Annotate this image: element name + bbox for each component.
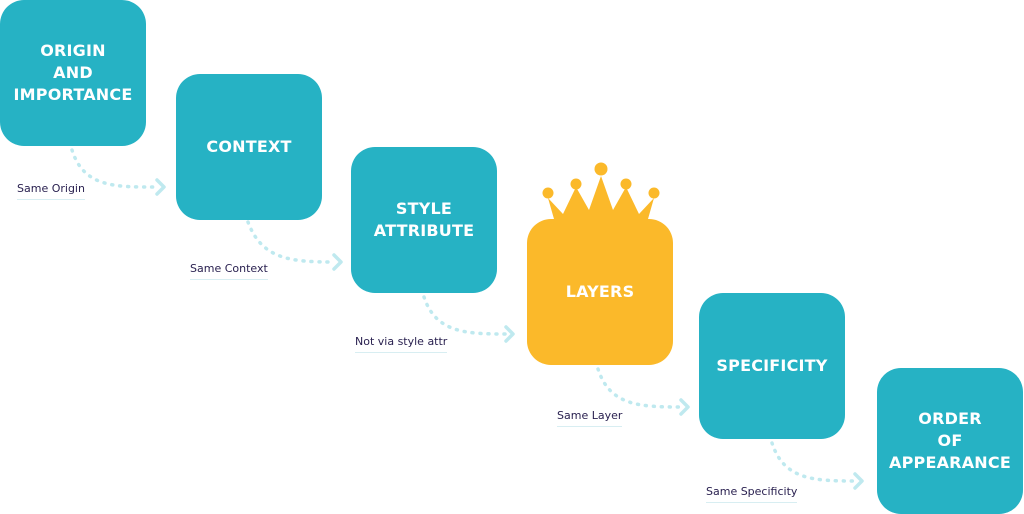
step-label: ORIGIN AND IMPORTANCE (13, 41, 133, 104)
arrowhead-3 (504, 325, 515, 343)
transition-label: Not via style attr (355, 335, 448, 353)
step-label: SPECIFICITY (716, 356, 828, 375)
arrowhead-2 (332, 253, 343, 271)
crown-icon (542, 162, 660, 226)
step-label: CONTEXT (206, 137, 292, 156)
step-context: CONTEXT (176, 74, 322, 220)
arrowhead-1 (155, 178, 166, 196)
transition-label: Same Layer (557, 409, 623, 427)
step-origin-and-importance: ORIGIN AND IMPORTANCE (0, 0, 146, 146)
step-order-of-appearance: ORDER OF APPEARANCE (877, 368, 1023, 514)
connector-5 (770, 441, 858, 483)
transition-label: Same Origin (17, 182, 85, 200)
step-specificity: SPECIFICITY (699, 293, 845, 439)
step-style-attribute: STYLE ATTRIBUTE (351, 147, 497, 293)
step-label: LAYERS (565, 282, 635, 301)
step-label: STYLE ATTRIBUTE (373, 199, 475, 240)
arrowhead-4 (679, 398, 690, 416)
step-layers: LAYERS (527, 219, 673, 365)
connector-1 (70, 148, 160, 189)
connector-2 (246, 220, 337, 264)
connector-3 (422, 295, 509, 336)
transition-label: Same Specificity (706, 485, 798, 503)
step-label: ORDER OF APPEARANCE (889, 409, 1011, 472)
arrowhead-5 (853, 472, 864, 490)
connector-4 (596, 367, 684, 409)
transition-label: Same Context (190, 262, 268, 280)
